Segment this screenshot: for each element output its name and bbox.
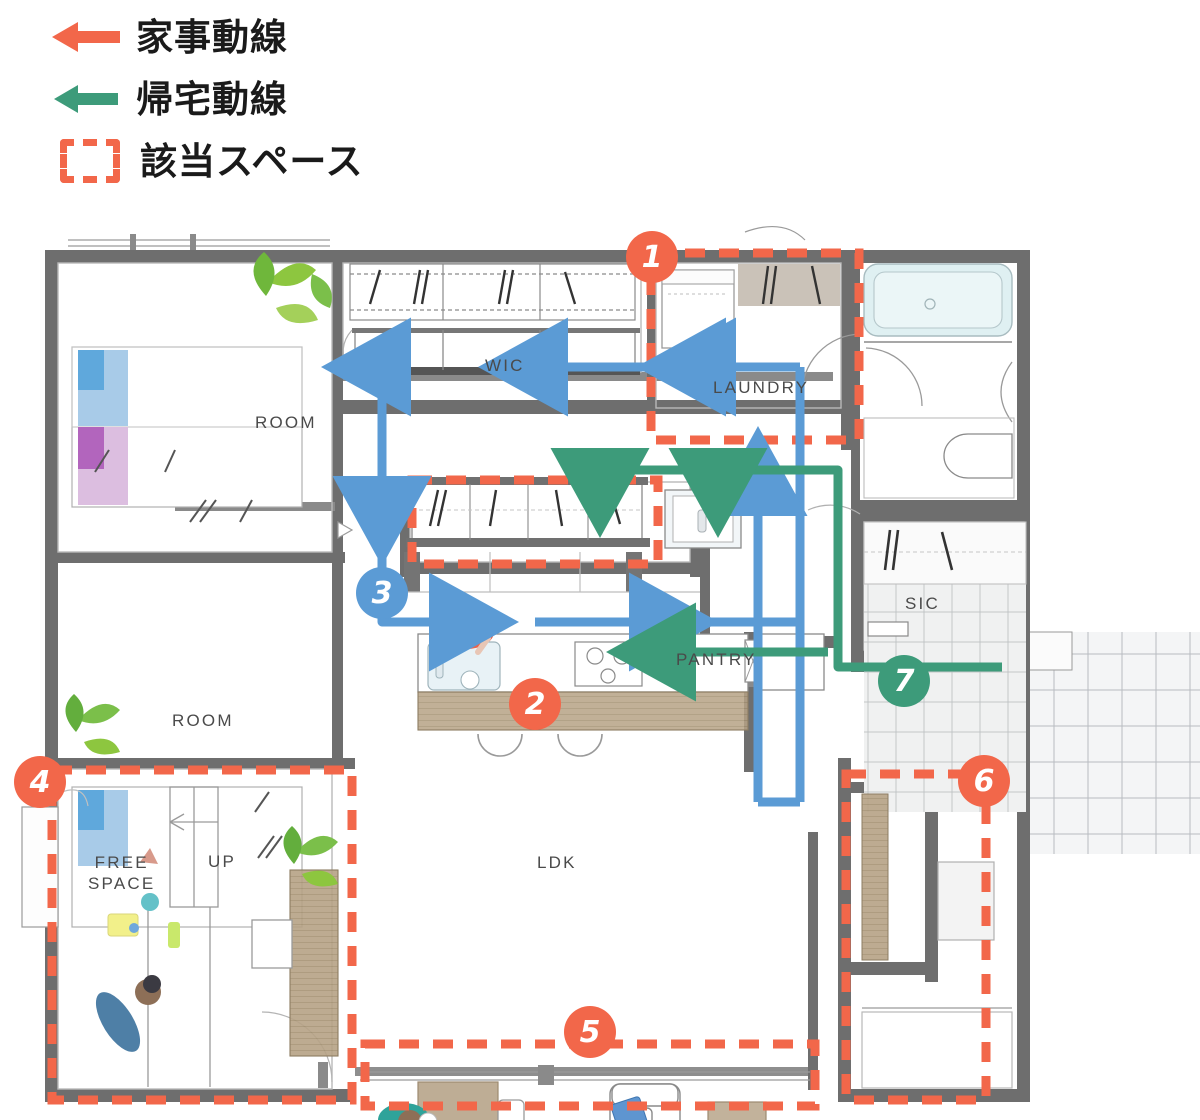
- target-box-4: [47, 765, 357, 1105]
- room-label-free-space: FREE SPACE: [88, 853, 156, 894]
- legend-item-return-home: 帰宅動線: [52, 68, 532, 130]
- marker-3[interactable]: 3: [356, 567, 408, 619]
- room-label-laundry: LAUNDRY: [713, 378, 810, 397]
- marker-6[interactable]: 6: [958, 755, 1010, 807]
- legend-item-housework: 家事動線: [52, 6, 532, 68]
- floor-plan: ROOM ROOM WIC LAUNDRY SIC PANTRY LDK FRE…: [0, 222, 1200, 1120]
- floor-plan-architecture: [21, 226, 1200, 1120]
- left-arrow-icon: [52, 20, 122, 54]
- room-label-wic: WIC: [485, 356, 525, 375]
- marker-2[interactable]: 2: [509, 678, 561, 730]
- target-box-6: [841, 769, 991, 1105]
- room-label-ldk: LDK: [537, 853, 577, 872]
- legend-label-return-home: 帰宅動線: [136, 77, 288, 121]
- room-label-pantry: PANTRY: [676, 650, 757, 669]
- room-label-stairs-up: UP: [208, 852, 237, 871]
- room-label-bedroom-bottom: ROOM: [172, 711, 234, 730]
- room-label-layer: ROOM ROOM WIC LAUNDRY SIC PANTRY LDK FRE…: [0, 222, 1200, 1120]
- marker-1[interactable]: 1: [626, 231, 678, 283]
- marker-7[interactable]: 7: [878, 655, 930, 707]
- dashed-box-icon: [60, 139, 120, 183]
- legend: 家事動線 帰宅動線 該当スペース: [52, 6, 532, 192]
- legend-item-target-space: 該当スペース: [52, 130, 532, 192]
- room-label-sic: SIC: [905, 594, 940, 613]
- marker-5[interactable]: 5: [564, 1006, 616, 1058]
- room-label-bedroom-top: ROOM: [255, 413, 317, 432]
- target-box-5: [360, 1039, 820, 1111]
- marker-layer: 1 2 3 4 5 6 7: [0, 222, 1200, 1120]
- legend-label-housework: 家事動線: [136, 15, 288, 59]
- legend-label-target-space: 該当スペース: [140, 139, 364, 183]
- marker-4[interactable]: 4: [14, 756, 66, 808]
- left-arrow-icon: [52, 82, 122, 116]
